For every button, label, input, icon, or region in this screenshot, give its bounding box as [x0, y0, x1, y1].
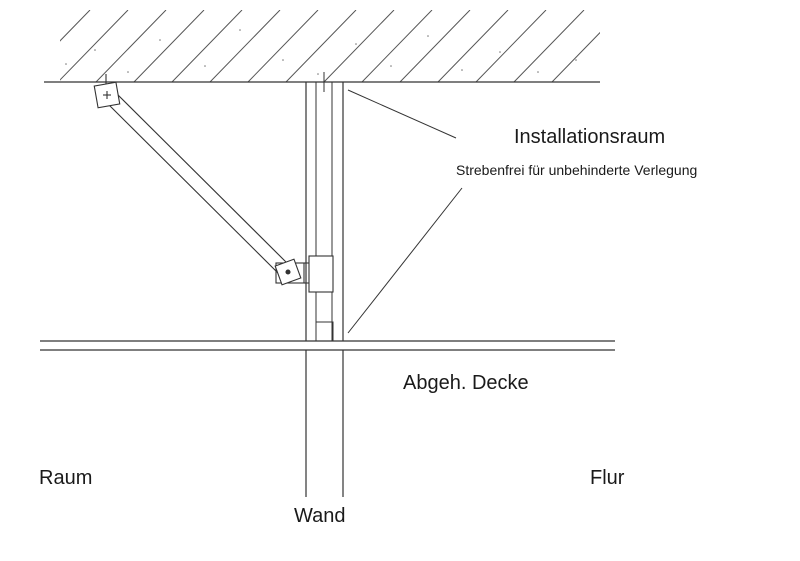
ceiling-slab-dots — [65, 29, 577, 75]
label-installationsraum: Installationsraum — [514, 126, 666, 148]
label-raum: Raum — [39, 467, 93, 489]
leader-lines — [347, 89, 463, 334]
ceiling-anchor — [93, 74, 121, 109]
diagonal-strut — [103, 89, 293, 278]
label-flur: Flur — [590, 467, 625, 489]
ceiling-slab-hatch — [60, 10, 600, 82]
label-wand: Wand — [294, 505, 346, 527]
wall-profile — [315, 72, 334, 342]
wall — [305, 82, 344, 497]
label-strebenfrei: Strebenfrei für unbehinderte Verlegung — [456, 162, 698, 178]
label-abgeh-decke: Abgeh. Decke — [403, 372, 529, 394]
strut-bottom-anchor — [274, 258, 302, 286]
